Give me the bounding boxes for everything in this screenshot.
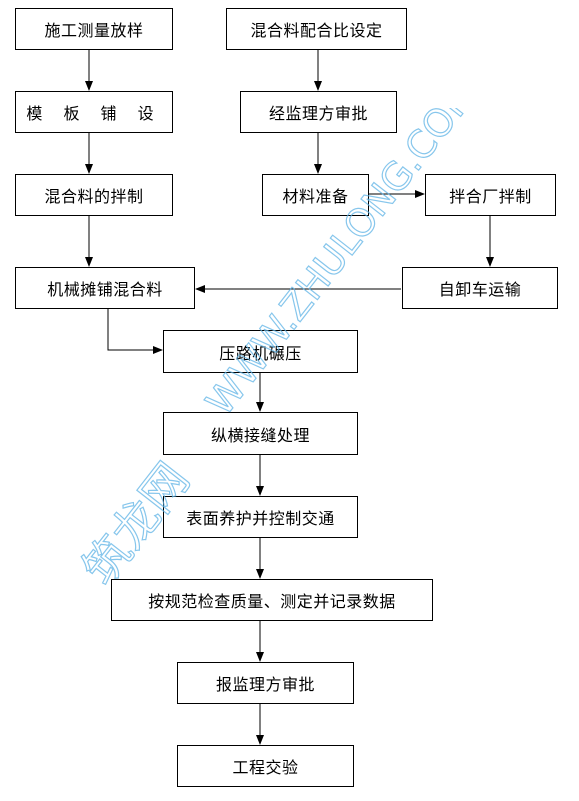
step-mix-ratio-design: 混合料配合比设定 (226, 8, 407, 50)
step-dump-truck-transport: 自卸车运输 (402, 267, 558, 309)
step-material-prep: 材料准备 (262, 174, 369, 216)
step-acceptance: 工程交验 (177, 745, 354, 787)
step-joint-treatment: 纵横接缝处理 (163, 412, 358, 455)
step-supervisor-approval-1: 经监理方审批 (240, 91, 397, 133)
step-supervisor-approval-2: 报监理方审批 (177, 662, 354, 704)
step-construction-survey: 施工测量放样 (15, 8, 173, 50)
step-mixture-mixing: 混合料的拌制 (15, 174, 173, 216)
arrow-spreading-to-roller (107, 309, 163, 354)
step-quality-check: 按规范检查质量、测定并记录数据 (111, 579, 433, 621)
step-paver-spreading: 机械摊铺混合料 (15, 267, 195, 309)
step-surface-curing: 表面养护并控制交通 (163, 496, 358, 538)
step-formwork-laying: 模 板 铺 设 (15, 91, 173, 133)
step-roller-compaction: 压路机碾压 (163, 330, 358, 373)
step-plant-mixing: 拌合厂拌制 (425, 174, 556, 216)
